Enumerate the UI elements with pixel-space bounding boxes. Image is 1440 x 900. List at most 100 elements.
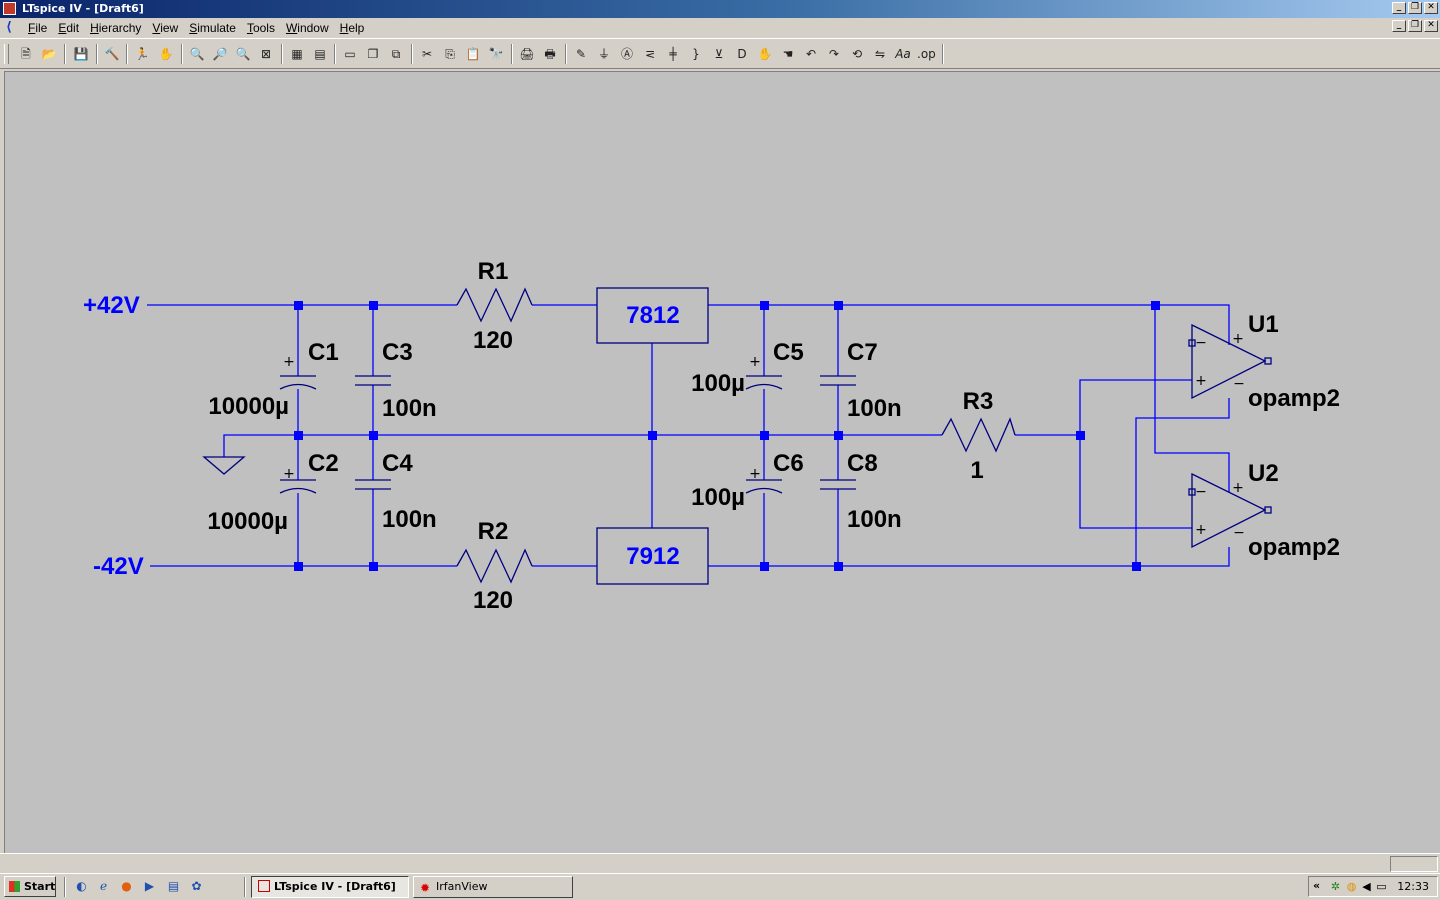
- label-net-icon[interactable]: Ⓐ: [620, 47, 633, 61]
- menu-edit[interactable]: Edit: [58, 21, 80, 35]
- r3-name[interactable]: R3: [963, 388, 994, 415]
- u2-value[interactable]: opamp2: [1248, 534, 1340, 561]
- capacitor-icon[interactable]: ╪: [669, 47, 677, 61]
- settings-icon[interactable]: ✿: [191, 879, 202, 893]
- schematic-drawing[interactable]: + + + + + − − + + − − + +42V -42V: [0, 69, 1440, 853]
- print-setup-icon[interactable]: 🖨: [519, 47, 535, 61]
- menu-file[interactable]: File: [28, 21, 48, 35]
- c1-value[interactable]: 10000µ: [208, 393, 289, 420]
- r2-name[interactable]: R2: [478, 518, 509, 545]
- ground-icon[interactable]: ⏚: [597, 47, 610, 61]
- menu-hierarchy[interactable]: Hierarchy: [90, 21, 142, 35]
- draw-wire-icon[interactable]: ✎: [575, 47, 587, 61]
- schematic-canvas[interactable]: + + + + + − − + + − − + +42V -42V: [0, 69, 1440, 853]
- zoom-pan-icon[interactable]: 🔎: [212, 47, 228, 61]
- new-schematic-icon[interactable]: 🗎: [21, 47, 31, 61]
- redo-icon[interactable]: ↷: [828, 47, 840, 61]
- menu-simulate[interactable]: Simulate: [189, 21, 236, 35]
- menu-help[interactable]: Help: [339, 21, 365, 35]
- network-icon[interactable]: ✲: [1330, 880, 1341, 893]
- drag-icon[interactable]: ☚: [782, 47, 794, 61]
- text-icon[interactable]: Aa: [895, 47, 911, 61]
- mark-icon[interactable]: ▤: [314, 47, 326, 61]
- c3-value[interactable]: 100n: [382, 395, 437, 422]
- app-menu-icon[interactable]: ⟨: [6, 20, 12, 35]
- u1-value[interactable]: opamp2: [1248, 385, 1340, 412]
- autorange-icon[interactable]: ▦: [291, 47, 303, 61]
- resistor-icon[interactable]: ⋜: [644, 47, 656, 61]
- run-icon[interactable]: 🏃: [134, 47, 150, 61]
- notepad-icon[interactable]: ▤: [167, 879, 180, 893]
- start-button[interactable]: Start: [4, 876, 56, 897]
- inductor-icon[interactable]: }: [692, 47, 700, 61]
- c8-value[interactable]: 100n: [847, 506, 902, 533]
- task-ltspice[interactable]: LTspice IV - [Draft6]: [251, 876, 409, 898]
- save-icon[interactable]: 💾: [73, 47, 89, 61]
- reg-7912-label[interactable]: 7912: [626, 543, 679, 570]
- c4-value[interactable]: 100n: [382, 506, 437, 533]
- print-icon[interactable]: 🖶: [544, 47, 556, 61]
- menu-view[interactable]: View: [152, 21, 179, 35]
- menu-window[interactable]: Window: [285, 21, 329, 35]
- c1-name[interactable]: C1: [308, 339, 339, 366]
- find-icon[interactable]: 🔭: [488, 47, 504, 61]
- firefox-icon[interactable]: ●: [121, 879, 132, 893]
- c5-value[interactable]: 100µ: [691, 370, 745, 397]
- c6-name[interactable]: C6: [773, 450, 804, 477]
- display-icon[interactable]: ▭: [1376, 880, 1387, 893]
- diode-icon[interactable]: ⊻: [714, 47, 724, 61]
- paste-icon[interactable]: 📋: [465, 47, 481, 61]
- c8-name[interactable]: C8: [847, 450, 878, 477]
- child-restore-button[interactable]: ❐: [1408, 20, 1422, 32]
- zoom-fit-icon[interactable]: ⊠: [260, 47, 272, 61]
- r2-value[interactable]: 120: [473, 587, 513, 614]
- open-icon[interactable]: 📂: [41, 47, 57, 61]
- r3-value[interactable]: 1: [970, 457, 983, 484]
- schematic-area[interactable]: [4, 71, 1440, 853]
- spice-directive-icon[interactable]: .op: [917, 47, 936, 61]
- cut-icon[interactable]: ✂: [421, 47, 433, 61]
- minimize-button[interactable]: _: [1392, 2, 1406, 14]
- component-icon[interactable]: D: [737, 47, 747, 61]
- child-minimize-button[interactable]: _: [1392, 20, 1406, 32]
- c2-value[interactable]: 10000µ: [207, 508, 288, 535]
- net-label-neg[interactable]: -42V: [93, 553, 144, 580]
- r1-value[interactable]: 120: [473, 327, 513, 354]
- u1-name[interactable]: U1: [1248, 311, 1279, 338]
- copy-icon[interactable]: ⎘: [445, 47, 455, 61]
- close-windows-icon[interactable]: ⧉: [391, 47, 401, 61]
- control-panel-icon[interactable]: 🔨: [104, 47, 120, 61]
- c7-value[interactable]: 100n: [847, 395, 902, 422]
- zoom-out-icon[interactable]: 🔍: [235, 47, 251, 61]
- menu-tools[interactable]: Tools: [246, 21, 275, 35]
- close-button[interactable]: ✕: [1424, 2, 1438, 14]
- undo-icon[interactable]: ↶: [805, 47, 817, 61]
- update-icon[interactable]: ◍: [1346, 880, 1357, 893]
- tile-icon[interactable]: ▭: [344, 47, 356, 61]
- child-close-button[interactable]: ✕: [1424, 20, 1438, 32]
- reg-7812-label[interactable]: 7812: [626, 302, 679, 329]
- system-icon[interactable]: ◐: [76, 879, 87, 893]
- zoom-in-icon[interactable]: 🔍: [189, 47, 205, 61]
- c6-value[interactable]: 100µ: [691, 484, 745, 511]
- halt-icon[interactable]: ✋: [158, 47, 174, 61]
- c7-name[interactable]: C7: [847, 339, 878, 366]
- task-irfanview[interactable]: ✹IrfanView: [413, 876, 573, 898]
- c2-name[interactable]: C2: [308, 450, 339, 477]
- toolbar-grip[interactable]: [4, 44, 9, 64]
- restore-button[interactable]: ❐: [1408, 2, 1422, 14]
- cascade-icon[interactable]: ❐: [367, 47, 379, 61]
- rotate-icon[interactable]: ⟲: [851, 47, 863, 61]
- r1-name[interactable]: R1: [478, 258, 509, 285]
- c3-name[interactable]: C3: [382, 339, 413, 366]
- u2-name[interactable]: U2: [1248, 460, 1279, 487]
- mirror-icon[interactable]: ⇋: [874, 47, 886, 61]
- c4-name[interactable]: C4: [382, 450, 413, 477]
- ie-icon[interactable]: ℯ: [99, 879, 108, 893]
- tray-expand-button[interactable]: «: [1313, 879, 1321, 892]
- move-icon[interactable]: ✋: [757, 47, 773, 61]
- volume-icon[interactable]: ◀: [1362, 880, 1371, 893]
- media-player-icon[interactable]: ▶: [144, 879, 155, 893]
- net-label-pos[interactable]: +42V: [83, 292, 140, 319]
- c5-name[interactable]: C5: [773, 339, 804, 366]
